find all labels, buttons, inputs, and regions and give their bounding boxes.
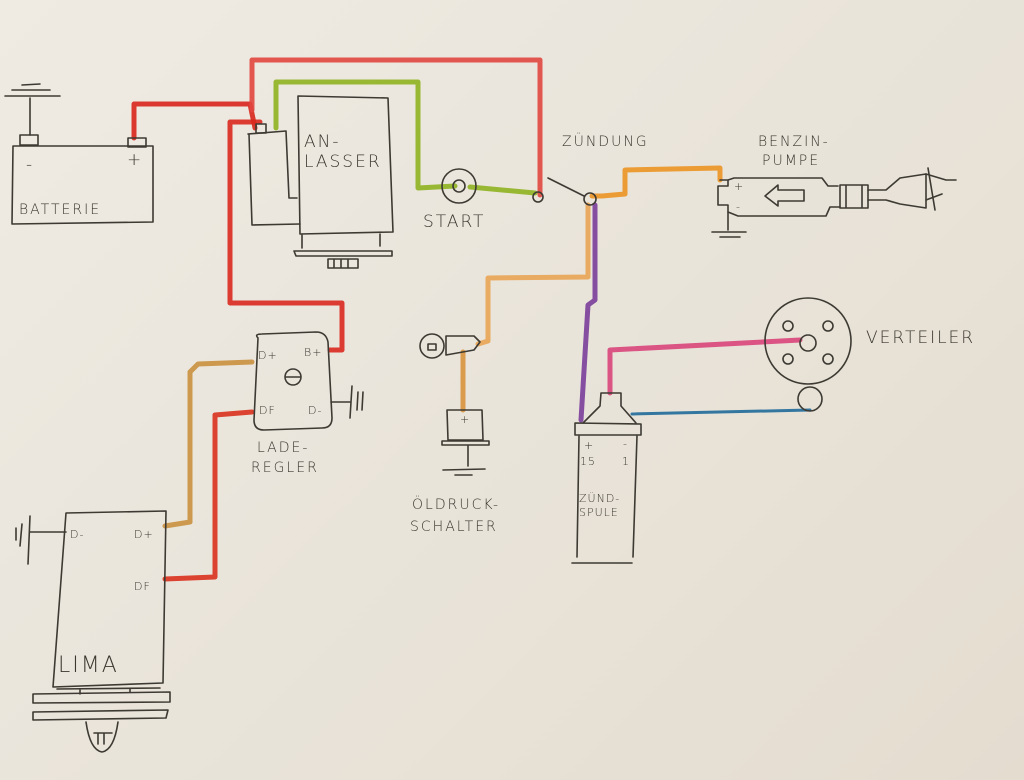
- coil-terminal-15: 15: [580, 455, 596, 468]
- distributor: VERTEILER: [764, 297, 975, 412]
- oil-switch-label-line2: SCHALTER: [410, 519, 498, 535]
- fuel-pump-plus: +: [734, 180, 744, 193]
- starter-label-line1: AN-: [304, 132, 340, 152]
- oil-pressure-switch: + ÖLDRUCK- SCHALTER: [410, 333, 500, 535]
- fuel-pump-label-line2: PUMPE: [762, 153, 820, 169]
- regulator-dminus: D-: [308, 404, 322, 417]
- wire-coil-to-distributor-low: [630, 408, 812, 416]
- wire-regulator-df-to-lima: [162, 409, 255, 582]
- battery-minus-label: -: [26, 155, 34, 175]
- oil-switch-plus: +: [460, 413, 470, 426]
- wire-solenoid-to-start: [273, 79, 538, 196]
- wires: [131, 57, 812, 582]
- regulator-df: DF: [259, 404, 276, 417]
- regulator-label-line2: REGLER: [251, 460, 319, 476]
- regulator: D+ B+ DF D- LADE- REGLER: [251, 331, 364, 476]
- fuel-pump: + - BENZIN- PUMPE: [711, 134, 957, 238]
- wire-battery-to-starter: [131, 101, 258, 141]
- oil-lamp-bulb: [419, 333, 445, 359]
- coil-minus: -: [623, 437, 628, 450]
- wire-coil-to-distributor: [607, 337, 803, 396]
- starter: AN- LASSER: [247, 95, 394, 269]
- regulator-label-line1: LADE-: [257, 440, 309, 456]
- wire-regulator-dplus-to-lima: [162, 359, 255, 529]
- alternator-label: LIMA: [58, 653, 119, 678]
- ignition-switch: ZÜNDUNG: [547, 133, 649, 206]
- alternator-dminus: D-: [70, 528, 84, 541]
- battery: - + BATTERIE: [4, 83, 154, 225]
- alternator-dplus: D+: [134, 528, 154, 541]
- regulator-dplus: D+: [258, 349, 278, 362]
- wire-starter-to-ignition: [249, 57, 543, 198]
- coil-label-line1: ZÜND-: [579, 492, 620, 505]
- battery-label: BATTERIE: [19, 202, 101, 218]
- start-label: START: [423, 212, 485, 232]
- coil-terminal-1: 1: [622, 455, 630, 468]
- ignition-coil: + - 15 1 ZÜND- SPULE: [571, 392, 642, 564]
- distributor-label: VERTEILER: [866, 328, 975, 348]
- wire-starter-to-regulator: [227, 119, 345, 353]
- regulator-bplus: B+: [304, 346, 322, 359]
- fuel-pump-minus: -: [736, 200, 741, 213]
- fuel-pump-label-line1: BENZIN-: [758, 134, 830, 150]
- battery-plus-label: +: [127, 150, 143, 170]
- oil-switch-label-line1: ÖLDRUCK-: [412, 496, 500, 513]
- ignition-label: ZÜNDUNG: [562, 133, 649, 150]
- wire-ignition-to-lamp: [475, 202, 591, 347]
- start-button: START: [423, 168, 544, 232]
- coil-label-line2: SPULE: [579, 506, 619, 519]
- wire-ignition-to-fuel-pump: [589, 165, 723, 199]
- starter-label-line2: LASSER: [304, 152, 382, 172]
- alternator: D- D+ DF LIMA: [15, 510, 171, 753]
- alternator-df: DF: [134, 580, 151, 593]
- wire-ignition-to-coil: [578, 202, 598, 423]
- coil-plus: +: [584, 439, 594, 452]
